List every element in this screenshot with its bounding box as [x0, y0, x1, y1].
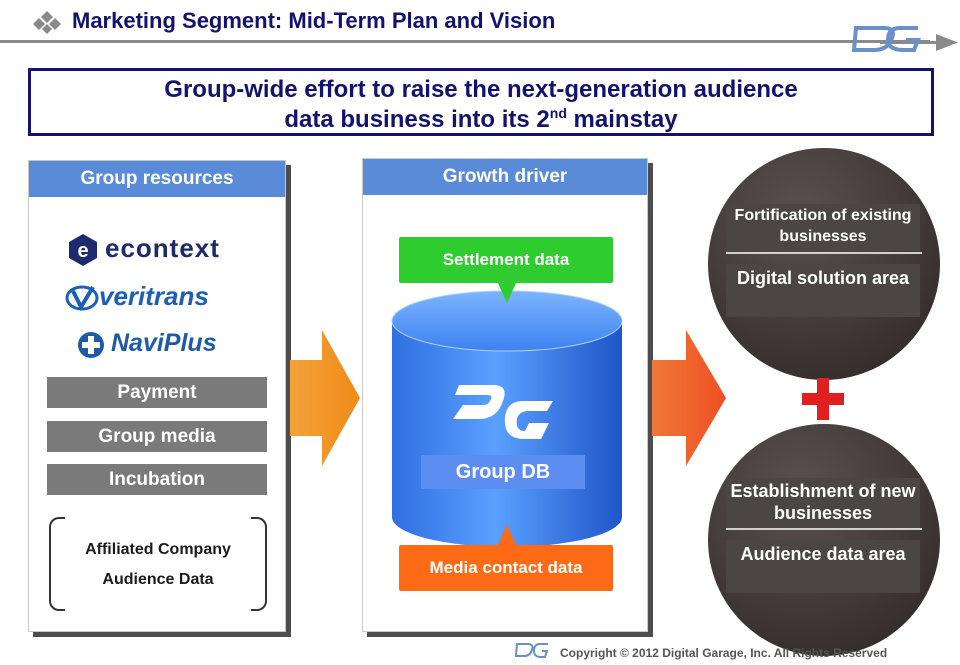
fortification-label: Fortification of existing businesses: [726, 204, 920, 251]
banner-line-2: data business into its 2nd mainstay: [31, 105, 931, 135]
settlement-data-callout: Settlement data: [399, 237, 613, 283]
group-media-box: Group media: [47, 421, 267, 452]
banner-superscript: nd: [549, 105, 567, 121]
dg-footer-logo-icon: [514, 643, 549, 658]
banner-line-2-end: mainstay: [566, 106, 678, 133]
veritrans-swoosh-icon: [65, 285, 99, 312]
growth-driver-heading: Growth driver: [363, 159, 647, 195]
naviplus-plus-icon: [78, 332, 104, 358]
svg-text:e: e: [77, 240, 88, 262]
incubation-box: Incubation: [47, 464, 267, 495]
audience-data-circle: Establishment of new businesses Audience…: [708, 424, 940, 656]
circle-divider-bottom: [726, 528, 922, 530]
copyright-text: Copyright © 2012 Digital Garage, Inc. Al…: [560, 646, 888, 660]
dg-mark-icon: [453, 385, 553, 439]
group-resources-panel: Group resources e econtext veritrans Nav…: [28, 160, 286, 632]
affiliated-company-group: Affiliated Company Audience Data: [49, 517, 267, 611]
right-arrow-orange-icon: [290, 330, 360, 466]
media-contact-data-callout: Media contact data: [399, 545, 613, 591]
banner-line-2-text: data business into its 2: [284, 106, 550, 133]
header-rule: [0, 40, 930, 43]
affiliated-line-1: Affiliated Company: [85, 541, 231, 558]
group-db-label: Group DB: [421, 455, 585, 489]
callout-pointer-orange-icon: [497, 525, 517, 547]
banner-line-1: Group-wide effort to raise the next-gene…: [164, 76, 798, 103]
econtext-logo-text: econtext: [105, 233, 220, 263]
page-title: Marketing Segment: Mid-Term Plan and Vis…: [72, 8, 556, 33]
establishment-label: Establishment of new businesses: [726, 478, 920, 528]
circle-divider-top: [726, 252, 922, 254]
plus-icon: [802, 378, 844, 420]
growth-driver-panel: Growth driver Settlement data Group DB M…: [362, 158, 648, 632]
econtext-badge-icon: e: [69, 234, 97, 266]
diamond-bullet-icon: [33, 11, 61, 34]
group-resources-heading: Group resources: [29, 161, 285, 197]
digital-solution-circle: Fortification of existing businesses Dig…: [708, 148, 940, 380]
dg-logo-icon: [851, 26, 921, 52]
digital-solution-area-label: Digital solution area: [726, 264, 920, 317]
audience-data-area-label: Audience data area: [726, 540, 920, 593]
right-bracket: [251, 517, 267, 611]
headline-banner: Group-wide effort to raise the next-gene…: [28, 68, 934, 136]
left-bracket: [49, 517, 65, 611]
database-cylinder-icon: [391, 290, 623, 547]
header-arrow-icon: [880, 34, 958, 51]
affiliated-line-2: Audience Data: [102, 571, 214, 588]
payment-box: Payment: [47, 377, 267, 408]
callout-pointer-green-icon: [497, 281, 517, 303]
veritrans-logo-text: veritrans: [99, 281, 209, 311]
right-arrow-red-icon: [652, 330, 726, 466]
naviplus-logo-text: NaviPlus: [111, 329, 217, 357]
